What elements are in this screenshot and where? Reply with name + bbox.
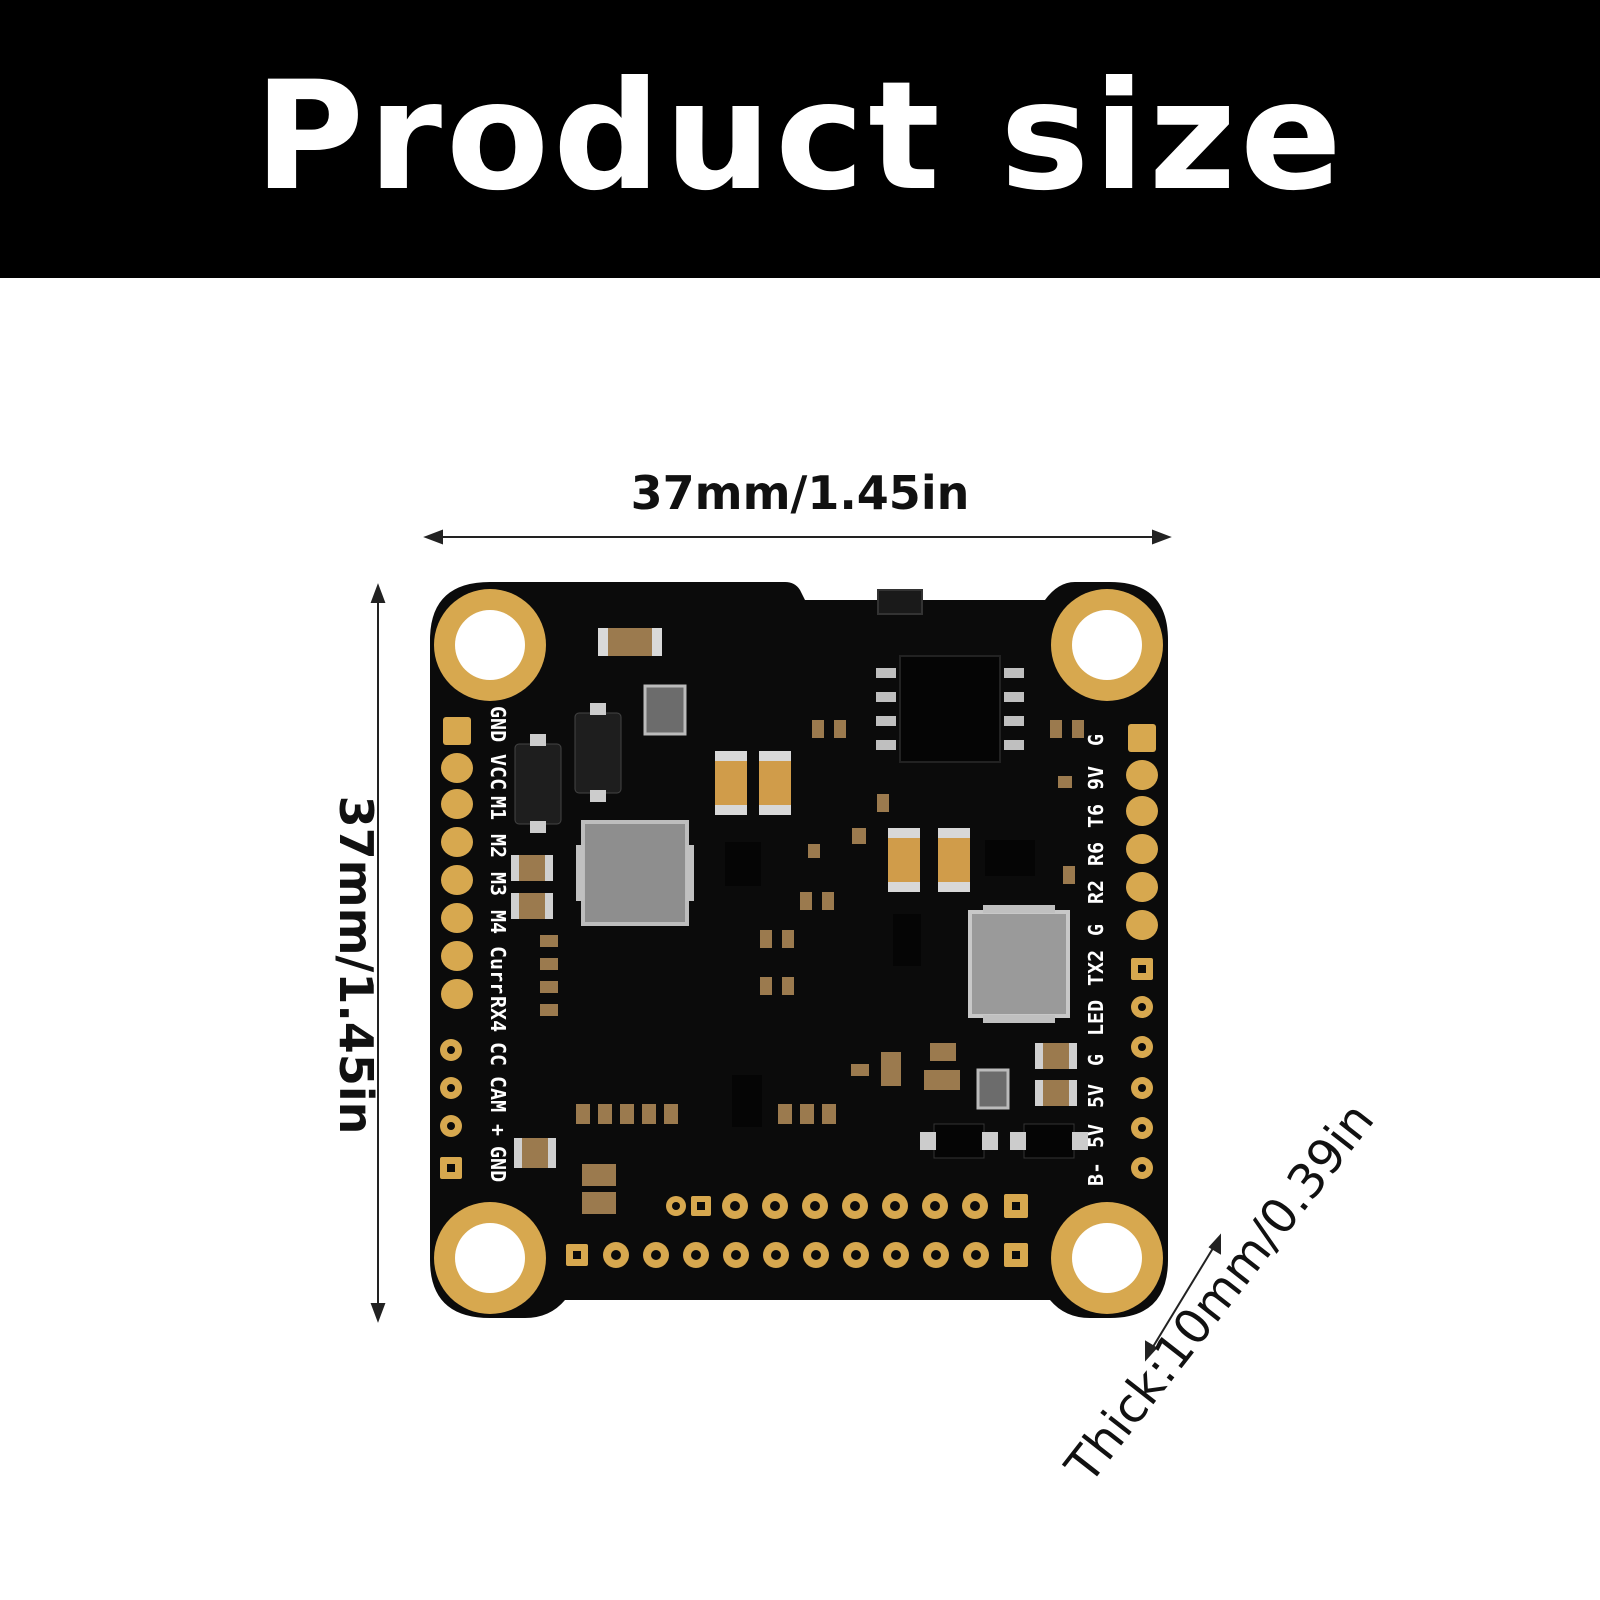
mounting-hole	[1051, 589, 1163, 701]
components	[511, 628, 1088, 1214]
flight-controller-board: GND VCC M1 M2 M3 M4 Curr RX4 CC CAM + GN…	[430, 582, 1168, 1318]
mounting-hole	[434, 589, 546, 701]
pin-label: T6	[1084, 804, 1108, 828]
usb-connector	[877, 589, 923, 615]
pin-label: B-	[1084, 1162, 1108, 1186]
right-pads	[1126, 724, 1158, 1179]
pin-label: 5V	[1084, 1084, 1108, 1108]
bottom-pads	[566, 1193, 1028, 1268]
pin-label: LED	[1084, 1000, 1108, 1036]
width-dimension-label: 37mm/1.45in	[630, 466, 970, 520]
height-dimension-label: 37mm/1.45in	[329, 795, 383, 1135]
pin-label: +	[486, 1124, 510, 1136]
pin-label: GND	[486, 706, 510, 742]
pin-label: 9V	[1084, 766, 1108, 790]
right-pin-labels: B- 5V 5V G LED TX2 G R2 R6 T6 9V G	[1084, 734, 1108, 1186]
mounting-hole	[1051, 1202, 1163, 1314]
height-dimension-arrow	[370, 583, 386, 1323]
mounting-hole	[434, 1202, 546, 1314]
pin-label: VCC	[486, 754, 510, 790]
pin-label: CC	[486, 1042, 510, 1066]
pin-label: CAM	[486, 1076, 510, 1112]
pin-label: G	[1084, 734, 1108, 746]
pin-label: G	[1084, 1054, 1108, 1066]
pin-label: R2	[1084, 880, 1108, 904]
pin-label: R6	[1084, 842, 1108, 866]
banner-title: Product size	[254, 50, 1346, 224]
pin-label: TX2	[1084, 950, 1108, 986]
pin-label: M3	[486, 872, 510, 896]
pin-label: M4	[486, 910, 510, 934]
pin-label: M1	[486, 796, 510, 820]
width-dimension-arrow	[423, 529, 1172, 545]
pin-label: M2	[486, 834, 510, 858]
pin-label: Curr	[486, 946, 510, 994]
pin-label: G	[1084, 924, 1108, 936]
pin-label: 5V	[1084, 1124, 1108, 1148]
pin-label: GND	[486, 1146, 510, 1182]
left-pin-labels: GND VCC M1 M2 M3 M4 Curr RX4 CC CAM + GN…	[486, 706, 510, 1182]
title-banner: Product size	[0, 0, 1600, 278]
thickness-dimension-arrow	[1145, 1233, 1221, 1362]
pin-label: RX4	[486, 996, 510, 1032]
